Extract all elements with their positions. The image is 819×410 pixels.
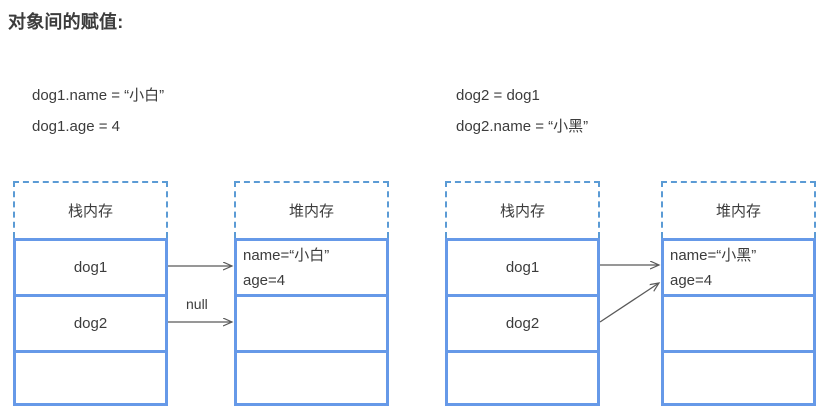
heap-object-name: name=“小白”	[243, 246, 330, 264]
stack-memory-cells: dog1 dog2	[13, 238, 168, 406]
stack-memory-cells: dog1 dog2	[445, 238, 600, 406]
stack-cell-dog1: dog1	[448, 241, 597, 297]
heap-memory-header: 堆内存	[661, 181, 816, 238]
null-label: null	[186, 296, 208, 312]
heap-cell-empty	[237, 297, 386, 353]
code-block-right: dog2 = dog1 dog2.name = “小黑”	[456, 80, 588, 142]
stack-cell-dog2: dog2	[16, 297, 165, 353]
heap-object-name: name=“小黑”	[670, 246, 757, 264]
code-line: dog2 = dog1	[456, 87, 540, 104]
code-line: dog1.age = 4	[32, 118, 121, 135]
heap-cell-object: name=“小黑” age=4	[664, 241, 813, 297]
arrow-dog2-to-heap	[599, 283, 659, 323]
stack-memory-header: 栈内存	[13, 181, 168, 238]
heap-memory-cells: name=“小白” age=4	[234, 238, 389, 406]
page-title: 对象间的赋值:	[8, 12, 124, 32]
stack-cell-dog1: dog1	[16, 241, 165, 297]
code-line: dog2.name = “小黑”	[456, 118, 589, 135]
heap-object-age: age=4	[243, 271, 286, 289]
stack-memory-header: 栈内存	[445, 181, 600, 238]
code-line: dog1.name = “小白”	[32, 87, 165, 104]
code-block-left: dog1.name = “小白” dog1.age = 4	[32, 80, 164, 142]
heap-memory-header: 堆内存	[234, 181, 389, 238]
heap-object-age: age=4	[670, 271, 713, 289]
heap-memory-cells: name=“小黑” age=4	[661, 238, 816, 406]
heap-cell-object: name=“小白” age=4	[237, 241, 386, 297]
heap-cell-empty	[664, 297, 813, 353]
stack-cell-dog2: dog2	[448, 297, 597, 353]
